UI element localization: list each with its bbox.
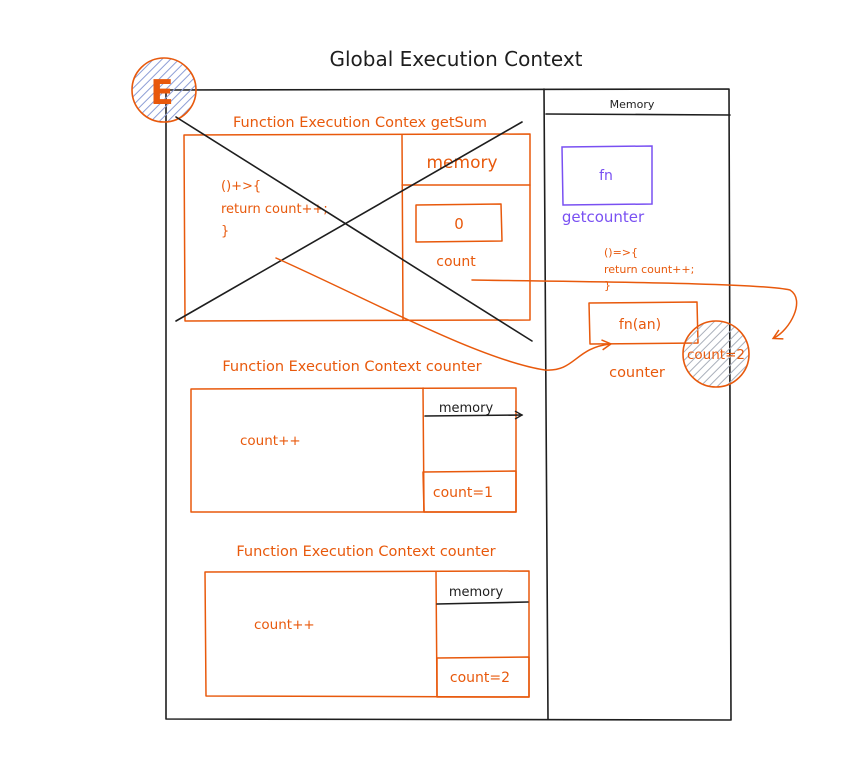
context-getsum-value: 0 [454,215,464,233]
context-getsum-box [183,133,531,322]
context-counter-2-value: count=2 [450,670,510,686]
count-to-closure-arrow [471,279,798,340]
context-counter-2: Function Execution Context counter memor… [204,544,530,698]
context-counter-1: Function Execution Context counter memor… [190,359,524,513]
context-counter-1-code: count++ [240,433,301,449]
global-code-line3: } [604,279,611,292]
context-counter-1-title: Function Execution Context counter [222,359,481,375]
context-getsum-title: Function Execution Contex getSum [233,115,487,131]
global-code-line2: return count++; [604,263,694,276]
closure-circle [682,320,750,388]
context-getsum-memory-label: memory [426,153,497,173]
global-memory-divider [543,88,549,720]
context-counter-2-title: Function Execution Context counter [236,544,495,560]
counter-label: counter [609,365,665,381]
context-getsum-divider [401,134,404,321]
fn-box-label: fn [599,168,613,184]
context-counter-1-value-box [422,470,517,513]
context-counter-1-value: count=1 [433,485,493,501]
badge-letter: E [150,73,173,113]
cross-out-line-b [175,121,523,322]
closure-value: count=2 [687,347,745,363]
context-counter-2-memory-line [436,601,529,605]
fn-box [561,145,653,206]
context-counter-2-memory-label: memory [449,585,504,600]
global-context-frame [165,88,732,721]
context-counter-2-value-box [436,656,530,698]
global-memory: fn getcounter ()=>{ return count++; } fn… [561,145,750,388]
diagram-title: Global Execution Context [329,47,582,71]
getcounter-label: getcounter [562,208,645,226]
cross-out-line-a [175,116,533,342]
execution-badge: E [131,57,197,123]
context-getsum-code-line2: return count++; [221,202,328,217]
context-counter-1-memory-arrow [424,410,524,420]
context-counter-1-memory-label: memory [439,401,494,416]
global-memory-header-line [545,113,731,116]
context-getsum-code-line1: ()+>{ [221,179,261,194]
counter-box-label: fn(an) [619,317,661,333]
global-memory-label: Memory [610,98,655,111]
context-getsum-var-label: count [436,254,476,270]
badge-circle [131,57,197,123]
context-getsum-value-box [415,203,503,243]
context-getsum: Function Execution Contex getSum memory … [175,115,533,342]
context-getsum-code-line3: } [221,224,229,239]
global-code-line1: ()=>{ [604,246,638,259]
getsum-to-counter-arrow [275,257,613,371]
context-counter-2-code: count++ [254,617,315,633]
